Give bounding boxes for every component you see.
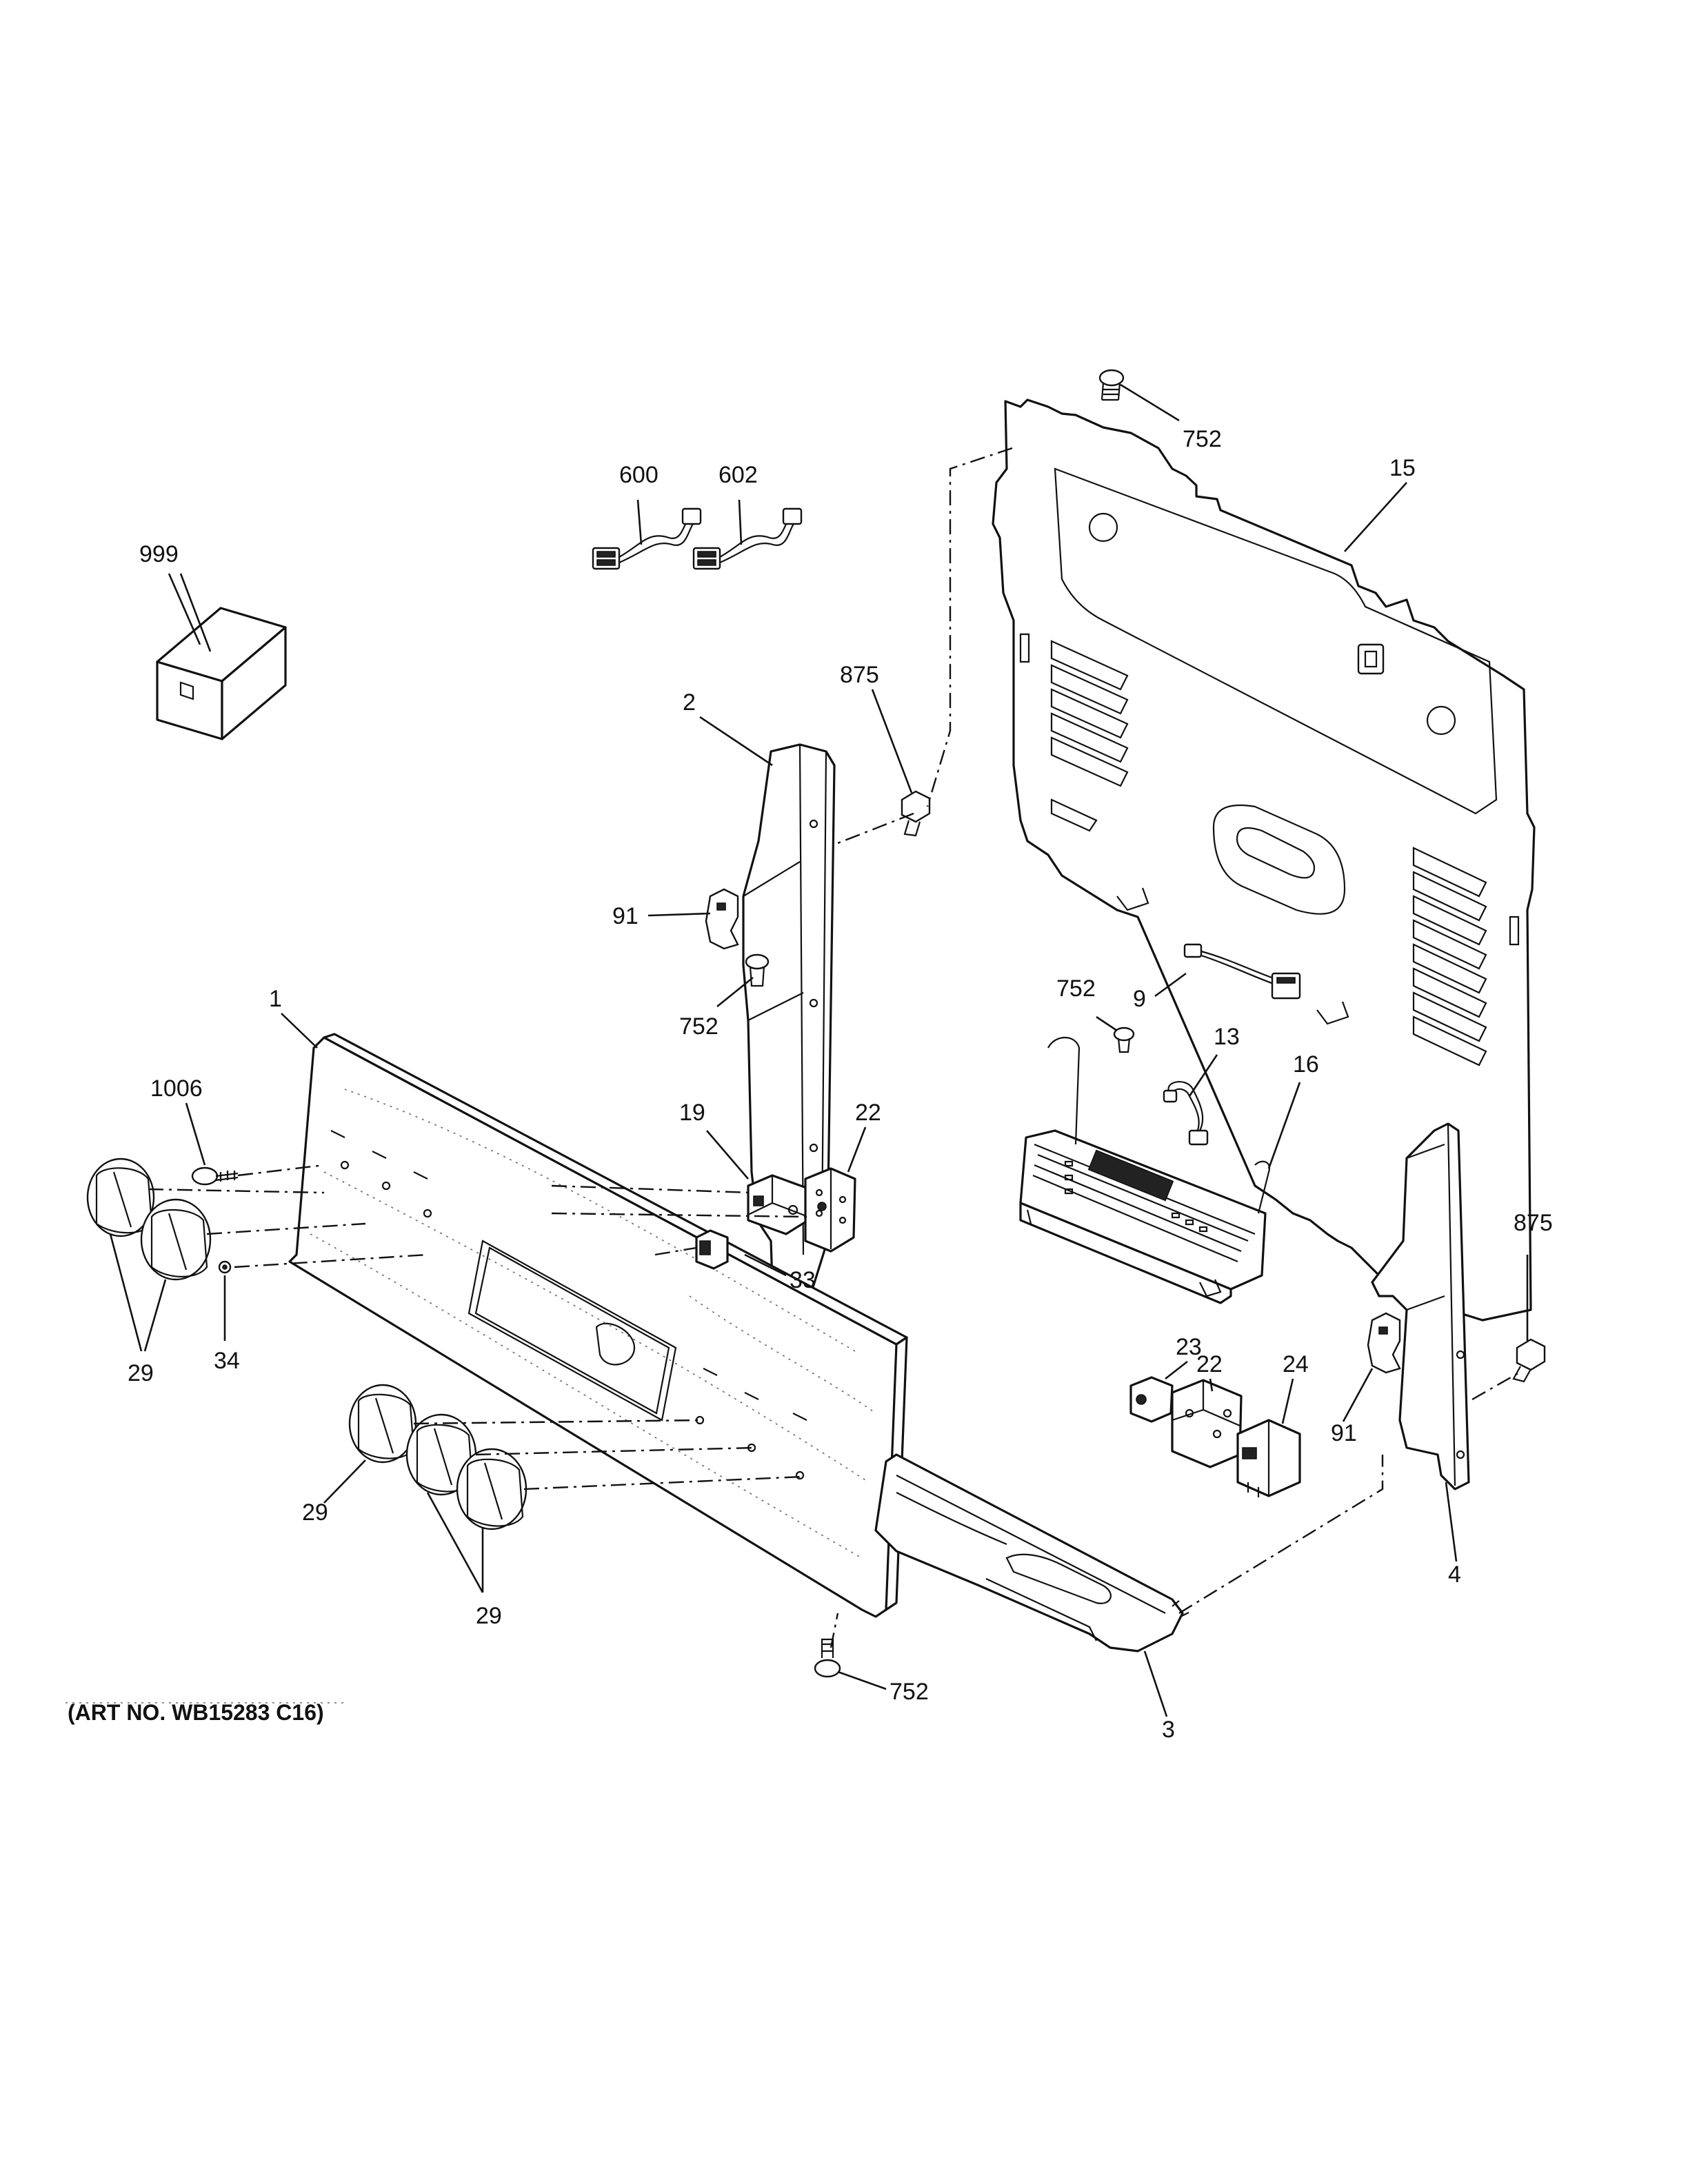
callout-34: 34 — [214, 1348, 240, 1374]
assembly-lines — [148, 447, 1521, 1648]
callout-19: 19 — [679, 1100, 705, 1126]
callout-3: 3 — [1162, 1717, 1175, 1743]
part-29-knob-5[interactable] — [456, 1448, 528, 1530]
part-752-screw-board[interactable] — [1113, 1027, 1135, 1053]
part-22-switch-upper[interactable] — [804, 1167, 856, 1253]
callout-2: 2 — [683, 689, 696, 716]
part-999-literature-box[interactable] — [156, 607, 287, 740]
callout-1006: 1006 — [150, 1075, 203, 1102]
callout-16: 16 — [1293, 1051, 1319, 1078]
part-22-switch-lower[interactable] — [1171, 1379, 1243, 1468]
callout-91-upper: 91 — [612, 903, 639, 929]
part-29-knob-2[interactable] — [140, 1198, 212, 1281]
part-91-clip-upper[interactable] — [705, 888, 739, 950]
part-13-wire-harness[interactable] — [1163, 1081, 1209, 1146]
part-4-right-bracket[interactable] — [1371, 1122, 1470, 1490]
callout-875-upper: 875 — [840, 662, 879, 688]
callout-91-lower: 91 — [1331, 1420, 1357, 1446]
callout-602: 602 — [719, 462, 758, 488]
part-24-switch[interactable] — [1236, 1419, 1301, 1497]
part-602-wire-harness[interactable] — [692, 507, 803, 570]
part-1006-screw[interactable] — [191, 1166, 239, 1186]
callout-4: 4 — [1448, 1561, 1461, 1588]
callout-24: 24 — [1283, 1351, 1309, 1377]
callout-29-middle: 29 — [302, 1499, 328, 1526]
callout-22-lower: 22 — [1196, 1351, 1223, 1377]
callout-600: 600 — [619, 462, 659, 488]
callout-752-top: 752 — [1183, 426, 1222, 452]
part-752-screw-bracket[interactable] — [745, 953, 770, 987]
part-600-wire-harness[interactable] — [592, 507, 702, 570]
callout-875-lower: 875 — [1514, 1210, 1553, 1236]
callout-13: 13 — [1214, 1024, 1240, 1050]
callout-29-left: 29 — [128, 1360, 154, 1386]
callout-33: 33 — [790, 1267, 816, 1293]
callout-999: 999 — [139, 541, 179, 567]
part-9-wire-harness[interactable] — [1183, 943, 1301, 1000]
callout-22-upper: 22 — [855, 1100, 881, 1126]
callout-23: 23 — [1176, 1334, 1202, 1360]
part-875-screw-lower[interactable] — [1512, 1338, 1546, 1383]
part-34-clip[interactable] — [218, 1260, 232, 1274]
callout-15: 15 — [1389, 455, 1416, 481]
part-23-switch[interactable] — [1129, 1376, 1174, 1423]
part-29-knob-3[interactable] — [348, 1384, 417, 1464]
callout-752-board: 752 — [1056, 975, 1096, 1002]
part-29-knob-1[interactable] — [86, 1157, 155, 1237]
part-15-control-panel-cover[interactable] — [992, 398, 1536, 1322]
part-752-screw-bottom[interactable] — [814, 1638, 841, 1678]
part-16-control-board[interactable] — [1019, 1037, 1271, 1304]
art-number: (ART NO. WB15283 C16) — [68, 1700, 324, 1725]
part-875-screw-upper[interactable] — [901, 790, 931, 837]
leader-lines — [109, 383, 1529, 1717]
part-752-screw-top[interactable] — [1098, 369, 1125, 401]
part-19-switch[interactable] — [747, 1174, 812, 1235]
callout-labels: 752 15 600 602 999 875 2 91 752 752 9 13… — [128, 426, 1553, 1743]
part-3-front-trim[interactable] — [874, 1453, 1189, 1652]
callout-752-bottom: 752 — [890, 1679, 929, 1705]
callout-752-bracket: 752 — [679, 1013, 719, 1040]
callout-29-bottom: 29 — [476, 1603, 502, 1629]
part-91-clip-lower[interactable] — [1367, 1312, 1401, 1374]
part-33-switch[interactable] — [695, 1229, 729, 1270]
callout-9: 9 — [1133, 986, 1146, 1012]
callout-1: 1 — [269, 986, 282, 1012]
